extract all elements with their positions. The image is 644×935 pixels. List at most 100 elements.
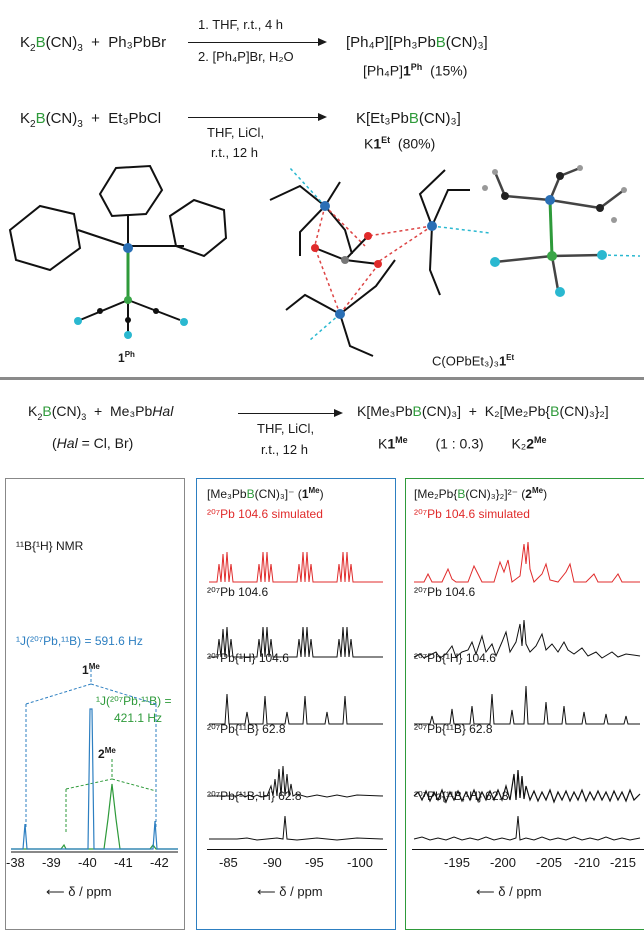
atom-n [555, 287, 565, 297]
atom-c [596, 204, 604, 212]
trace-207pb-11b-1h [209, 815, 384, 841]
trace-label-simulated: ²⁰⁷Pb 104.6 simulated [414, 507, 530, 521]
tick-label: -100 [347, 855, 374, 870]
tick-label: -200 [490, 855, 517, 870]
trace-label-207pb-1h: ²⁰⁷Pb{¹H} 104.6 [414, 651, 496, 665]
atom-pb [427, 221, 437, 231]
nmr-panel-11b: ¹¹B{¹H} NMR ¹J(²⁰⁷Pb,¹¹B) = 591.6 Hz 1Me… [5, 478, 185, 930]
axis-arrow-icon: ⟵ [46, 884, 65, 899]
reaction3-labels: K1Me (1 : 0.3) K₂2Me [378, 435, 547, 452]
reaction2-arrow [188, 117, 318, 118]
tick-label: -39 [42, 855, 61, 870]
x-axis-line [412, 849, 644, 850]
trace-simulated [414, 541, 640, 583]
atom-o [374, 260, 382, 268]
atom-b [547, 251, 557, 261]
atom-n [597, 250, 607, 260]
molecular-structures [8, 164, 641, 357]
atom-c [153, 308, 159, 314]
j-coupling-1me: ¹J(²⁰⁷Pb,¹¹B) = 591.6 Hz [16, 634, 143, 648]
reaction3-condition-2: r.t., 12 h [261, 442, 308, 457]
trace-207pb-1h [209, 693, 383, 725]
trace-simulated [209, 551, 383, 583]
structure-label-copbet3: C(OPbEt₃)₃1Et [432, 353, 515, 369]
axis-label: ⟵ δ / ppm [46, 884, 112, 899]
atom-h [621, 187, 627, 193]
reaction1-condition-1: 1. THF, r.t., 4 h [198, 17, 284, 32]
nmr-panel-1me: [Me₃PbB(CN)₃]⁻ (1Me) ²⁰⁷Pb 104.6 simulat… [196, 478, 396, 930]
tick-label: -205 [536, 855, 563, 870]
axis-ticks: -85 -90 -95 -100 [197, 855, 393, 875]
tick-label: -38 [6, 855, 25, 870]
trace-label-207pb-11b: ²⁰⁷Pb{¹¹B} 62.8 [414, 722, 493, 736]
tick-label: -42 [150, 855, 169, 870]
atom-c [501, 192, 509, 200]
peak-label-1me: 1Me [82, 662, 100, 677]
structure-label-1ph: 1Ph [118, 350, 135, 365]
reaction3-products: K[Me₃PbB(CN)₃] + K₂[Me₂Pb{B(CN)₃}₂] [357, 403, 609, 419]
atom-pb [123, 243, 133, 253]
structure-carbonate [314, 235, 379, 265]
panel-title: ¹¹B{¹H} NMR [16, 539, 84, 553]
tick-label: -85 [219, 855, 238, 870]
reaction1-reactants: K2B(CN)3 + Ph₃PbBr [20, 34, 167, 54]
reaction2-reactants: K2B(CN)3 + Et₃PbCl [20, 110, 162, 130]
section-separator [0, 377, 644, 380]
panel-title: [Me₂Pb{B(CN)₃}₂]²⁻ (2Me) [414, 486, 548, 501]
atom-h [611, 217, 617, 223]
reaction2-arrowhead [318, 113, 327, 121]
atom-n [124, 331, 132, 339]
axis-arrow-icon: ⟵ [257, 884, 276, 899]
trace-label-207pb: ²⁰⁷Pb 104.6 [207, 585, 269, 599]
atom-h [482, 185, 488, 191]
reaction3-reactants: K2B(CN)3 + Me₃PbHal [28, 403, 174, 422]
structure-1et [493, 166, 625, 291]
reaction3-arrowhead [334, 409, 343, 417]
atom-c [556, 172, 564, 180]
reaction2-condition-1: THF, LiCl, [207, 125, 265, 140]
trace-1me [11, 708, 178, 850]
atom-b [124, 296, 132, 304]
atom-pb [335, 309, 345, 319]
atom-h [492, 169, 498, 175]
reaction1-arrow [188, 42, 318, 43]
axis-label: ⟵ δ / ppm [476, 884, 542, 899]
tick-label: -41 [114, 855, 133, 870]
reaction3-hal-note: (Hal = Cl, Br) [52, 435, 134, 451]
trace-label-207pb-11b: ²⁰⁷Pb{¹¹B} 62.8 [207, 722, 286, 736]
reaction1-condition-2: 2. [Ph₄P]Br, H₂O [198, 49, 294, 64]
atom-c [341, 256, 349, 264]
axis-arrow-icon: ⟵ [476, 884, 495, 899]
atom-n [74, 317, 82, 325]
atom-pb [320, 201, 330, 211]
atom-pb [545, 195, 555, 205]
tick-label: -210 [574, 855, 601, 870]
spectrum-11b [11, 669, 178, 853]
x-axis-line [207, 849, 387, 850]
trace-label-simulated: ²⁰⁷Pb 104.6 simulated [207, 507, 323, 521]
reaction1-product-label: [Ph₄P]1Ph (15%) [363, 62, 468, 79]
atom-o [364, 232, 372, 240]
reaction1-product: [Ph₄P][Ph₃PbB(CN)₃] [346, 34, 488, 51]
trace-2me [11, 783, 178, 850]
atom-c [125, 317, 131, 323]
atom-n [490, 257, 500, 267]
axis-label: ⟵ δ / ppm [257, 884, 323, 899]
tick-label: -215 [610, 855, 637, 870]
trace-207pb-11b-1h [413, 815, 641, 841]
axis-ticks: -195 -200 -205 -210 -215 [406, 855, 644, 875]
reaction2-condition-2: r.t., 12 h [211, 145, 258, 160]
reaction3-arrow [238, 413, 334, 414]
trace-label-207pb: ²⁰⁷Pb 104.6 [414, 585, 476, 599]
panel-title: [Me₃PbB(CN)₃]⁻ (1Me) [207, 486, 324, 501]
axis-ticks: -38 -39 -40 -41 -42 [6, 855, 182, 875]
atom-o [311, 244, 319, 252]
atom-c [97, 308, 103, 314]
nmr-panel-2me: [Me₂Pb{B(CN)₃}₂]²⁻ (2Me) ²⁰⁷Pb 104.6 sim… [405, 478, 644, 930]
spectra-2me [413, 541, 641, 841]
peak-label-2me: 2Me [98, 746, 116, 761]
contact-line [601, 254, 641, 257]
structure-1ph [8, 164, 228, 332]
trace-207pb-1h [414, 685, 640, 725]
trace-207pb [413, 619, 641, 659]
